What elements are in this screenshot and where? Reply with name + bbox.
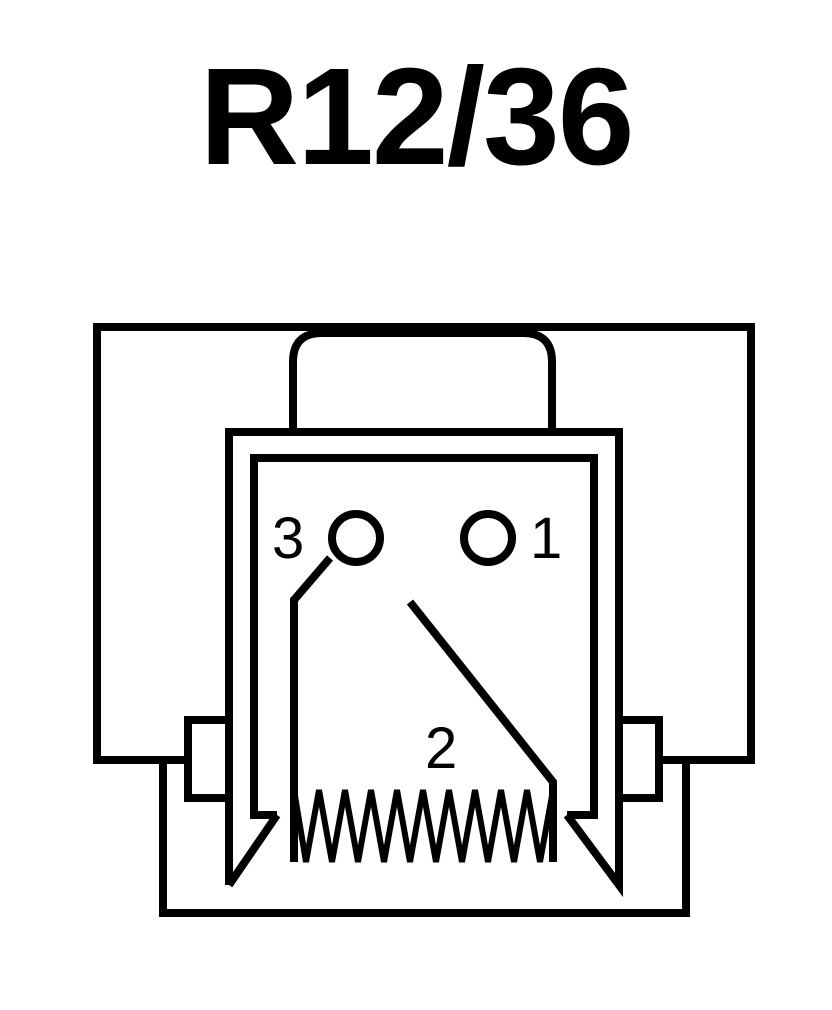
- pin-1-terminal: [460, 510, 516, 566]
- pin-3-label: 3: [272, 506, 304, 571]
- relay-base-bracket: [159, 756, 690, 917]
- contact-housing-outer: [225, 428, 623, 898]
- pin-2-wire: [406, 599, 557, 862]
- pin-1-label: 1: [530, 506, 562, 571]
- contact-housing-outer-left-latch: [225, 812, 281, 888]
- contact-housing-inner: [250, 454, 598, 819]
- pin-3-terminal: [328, 510, 384, 566]
- relay-outer-body: [93, 323, 755, 764]
- relay-top-tab: [289, 329, 556, 432]
- pin-2-label: 2: [425, 716, 457, 781]
- right-side-clip: [615, 716, 663, 802]
- left-side-clip: [184, 716, 233, 802]
- page-title: R12/36: [199, 40, 635, 194]
- pin-3-wire: [290, 555, 334, 862]
- coil-winding: [291, 789, 556, 863]
